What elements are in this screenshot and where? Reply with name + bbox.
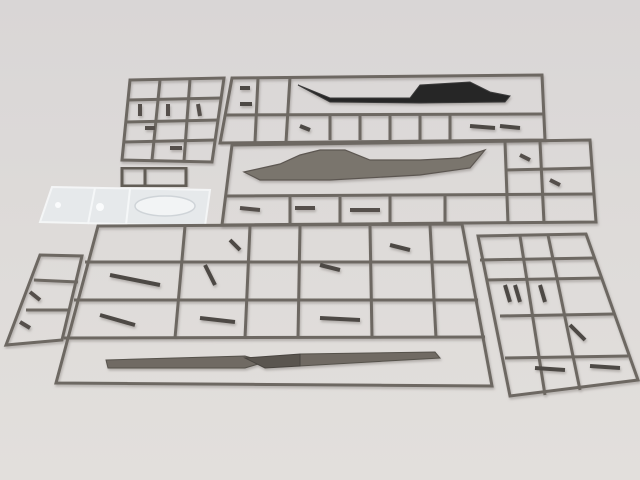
sprue-clear-canopy [38,185,212,228]
sprue-h [476,232,640,398]
sprue-a [120,76,226,164]
sprue-b [218,73,547,145]
sprue-g [3,253,84,347]
sprue-f-rotor [54,222,494,388]
sprue-e [120,166,188,188]
sprue-c [220,138,598,227]
